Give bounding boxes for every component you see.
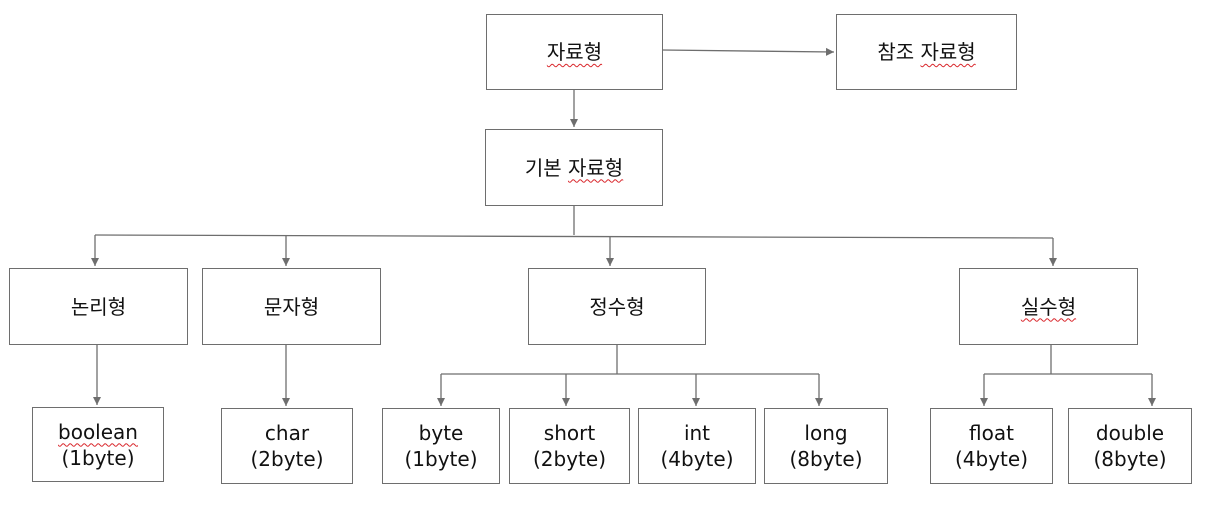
node-real-type: 실수형 (959, 268, 1138, 345)
arrow-root-to-reference (661, 47, 835, 56)
node-char-name: char (264, 421, 310, 445)
node-root-label: 자료형 (546, 40, 603, 64)
node-int: int (4byte) (638, 408, 756, 484)
node-real-label: 실수형 (1020, 294, 1077, 319)
node-short-name: short (543, 421, 596, 445)
node-double-name: double (1095, 421, 1165, 445)
node-byte-name: byte (418, 421, 464, 445)
node-root-data-type: 자료형 (486, 14, 663, 90)
node-byte-size: (1byte) (404, 447, 478, 471)
node-boolean-name: boolean (58, 419, 138, 444)
node-integer-type: 정수형 (528, 268, 706, 345)
node-primitive-type: 기본 자료형 (485, 129, 663, 206)
node-character-type: 문자형 (202, 268, 381, 345)
node-short: short (2byte) (509, 408, 630, 484)
node-logical-label: 논리형 (70, 294, 127, 319)
node-int-name: int (683, 421, 711, 445)
node-double-size: (8byte) (1093, 447, 1167, 471)
node-double: double (8byte) (1068, 408, 1192, 484)
node-integer-label: 정수형 (589, 294, 645, 319)
node-byte: byte (1byte) (382, 408, 500, 484)
node-long-name: long (804, 421, 848, 445)
node-logical-type: 논리형 (9, 268, 188, 345)
node-boolean-size: (1byte) (61, 445, 135, 470)
node-float-size: (4byte) (954, 447, 1028, 471)
node-character-label: 문자형 (263, 294, 320, 319)
node-float: float (4byte) (930, 408, 1053, 484)
node-long-size: (8byte) (789, 447, 863, 471)
node-boolean: boolean (1byte) (32, 407, 164, 482)
node-float-name: float (969, 421, 1014, 445)
node-primitive-label: 기본 자료형 (524, 155, 624, 180)
node-int-size: (4byte) (660, 447, 734, 471)
node-reference-label: 참조 자료형 (877, 40, 976, 64)
node-long: long (8byte) (764, 408, 888, 484)
node-short-size: (2byte) (532, 447, 606, 471)
node-reference-type: 참조 자료형 (836, 14, 1017, 90)
node-char-size: (2byte) (250, 447, 324, 471)
node-char: char (2byte) (221, 408, 353, 484)
connector-categories-bus (94, 234, 1054, 239)
